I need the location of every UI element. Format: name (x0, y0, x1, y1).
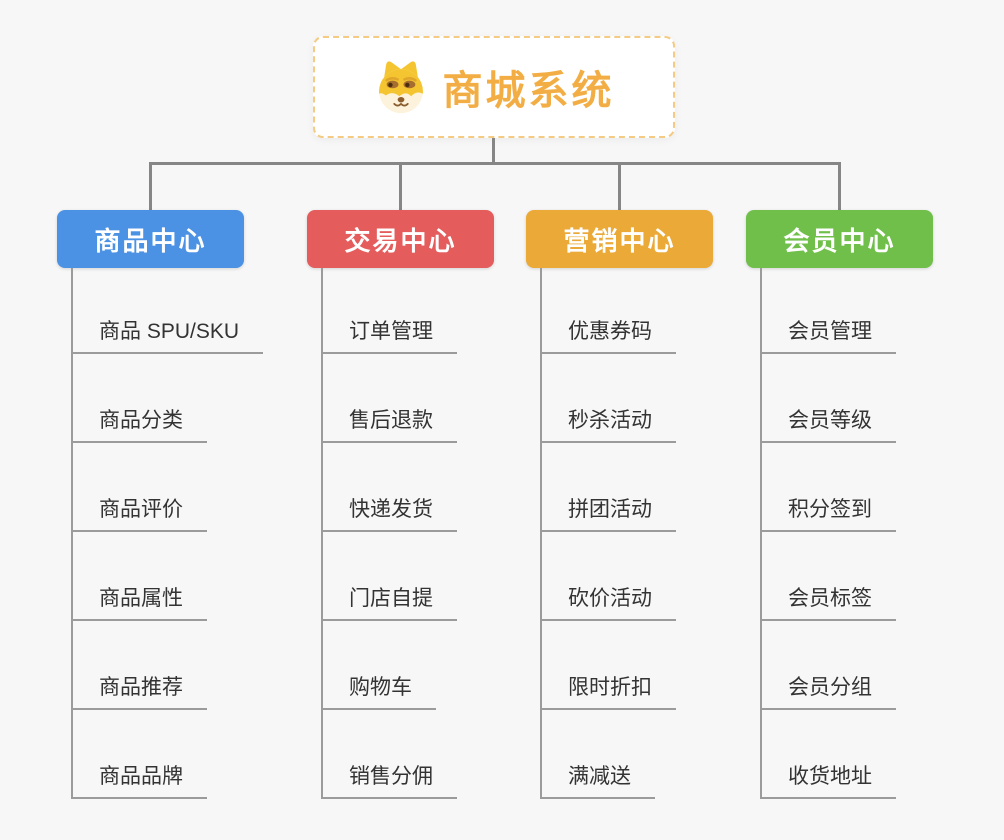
connector-bus (149, 162, 841, 165)
connector-drop-marketing (618, 162, 621, 210)
branch-item[interactable]: 商品分类 (71, 405, 207, 443)
branch-item[interactable]: 会员标签 (760, 583, 896, 621)
branch-member: 会员中心 会员管理 会员等级 积分签到 会员标签 会员分组 收货地址 (746, 210, 933, 799)
branch-item[interactable]: 积分签到 (760, 494, 896, 532)
branch-item[interactable]: 限时折扣 (540, 672, 676, 710)
branch-item[interactable]: 售后退款 (321, 405, 457, 443)
branch-box-product[interactable]: 商品中心 (57, 210, 244, 268)
root-title: 商城系统 (442, 69, 615, 113)
branch-item[interactable]: 商品推荐 (71, 672, 207, 710)
branch-box-trade[interactable]: 交易中心 (307, 210, 494, 268)
branch-trunk-line (321, 268, 323, 799)
branch-item[interactable]: 秒杀活动 (540, 405, 676, 443)
branch-item[interactable]: 商品属性 (71, 583, 207, 621)
branch-item[interactable]: 优惠券码 (540, 316, 676, 354)
branch-trade: 交易中心 订单管理 售后退款 快递发货 门店自提 购物车 销售分佣 (307, 210, 494, 799)
connector-root-stub (492, 138, 495, 164)
branch-item[interactable]: 会员分组 (760, 672, 896, 710)
branch-item[interactable]: 会员等级 (760, 405, 896, 443)
branch-item[interactable]: 收货地址 (760, 761, 896, 799)
branch-box-member[interactable]: 会员中心 (746, 210, 933, 268)
branch-item[interactable]: 商品评价 (71, 494, 207, 532)
doge-icon (378, 61, 423, 114)
connector-drop-product (149, 162, 152, 210)
branch-item[interactable]: 门店自提 (321, 583, 457, 621)
branch-marketing: 营销中心 优惠券码 秒杀活动 拼团活动 砍价活动 限时折扣 满减送 (526, 210, 713, 799)
branch-trunk-line (760, 268, 762, 799)
root-node[interactable]: 商城系统 (313, 36, 675, 138)
branch-item[interactable]: 会员管理 (760, 316, 896, 354)
branch-item[interactable]: 拼团活动 (540, 494, 676, 532)
branch-item[interactable]: 满减送 (540, 761, 655, 799)
branch-box-marketing[interactable]: 营销中心 (526, 210, 713, 268)
branch-item[interactable]: 砍价活动 (540, 583, 676, 621)
branch-trunk-line (540, 268, 542, 799)
branch-item[interactable]: 商品品牌 (71, 761, 207, 799)
branch-product: 商品中心 商品 SPU/SKU 商品分类 商品评价 商品属性 商品推荐 商品品牌 (57, 210, 264, 799)
branch-item[interactable]: 销售分佣 (321, 761, 457, 799)
branch-item[interactable]: 订单管理 (321, 316, 457, 354)
connector-drop-member (838, 162, 841, 210)
branch-item[interactable]: 购物车 (321, 672, 436, 710)
branch-item[interactable]: 商品 SPU/SKU (71, 316, 264, 354)
branch-trunk-line (71, 268, 73, 799)
branch-item[interactable]: 快递发货 (321, 494, 457, 532)
connector-drop-trade (399, 162, 402, 210)
